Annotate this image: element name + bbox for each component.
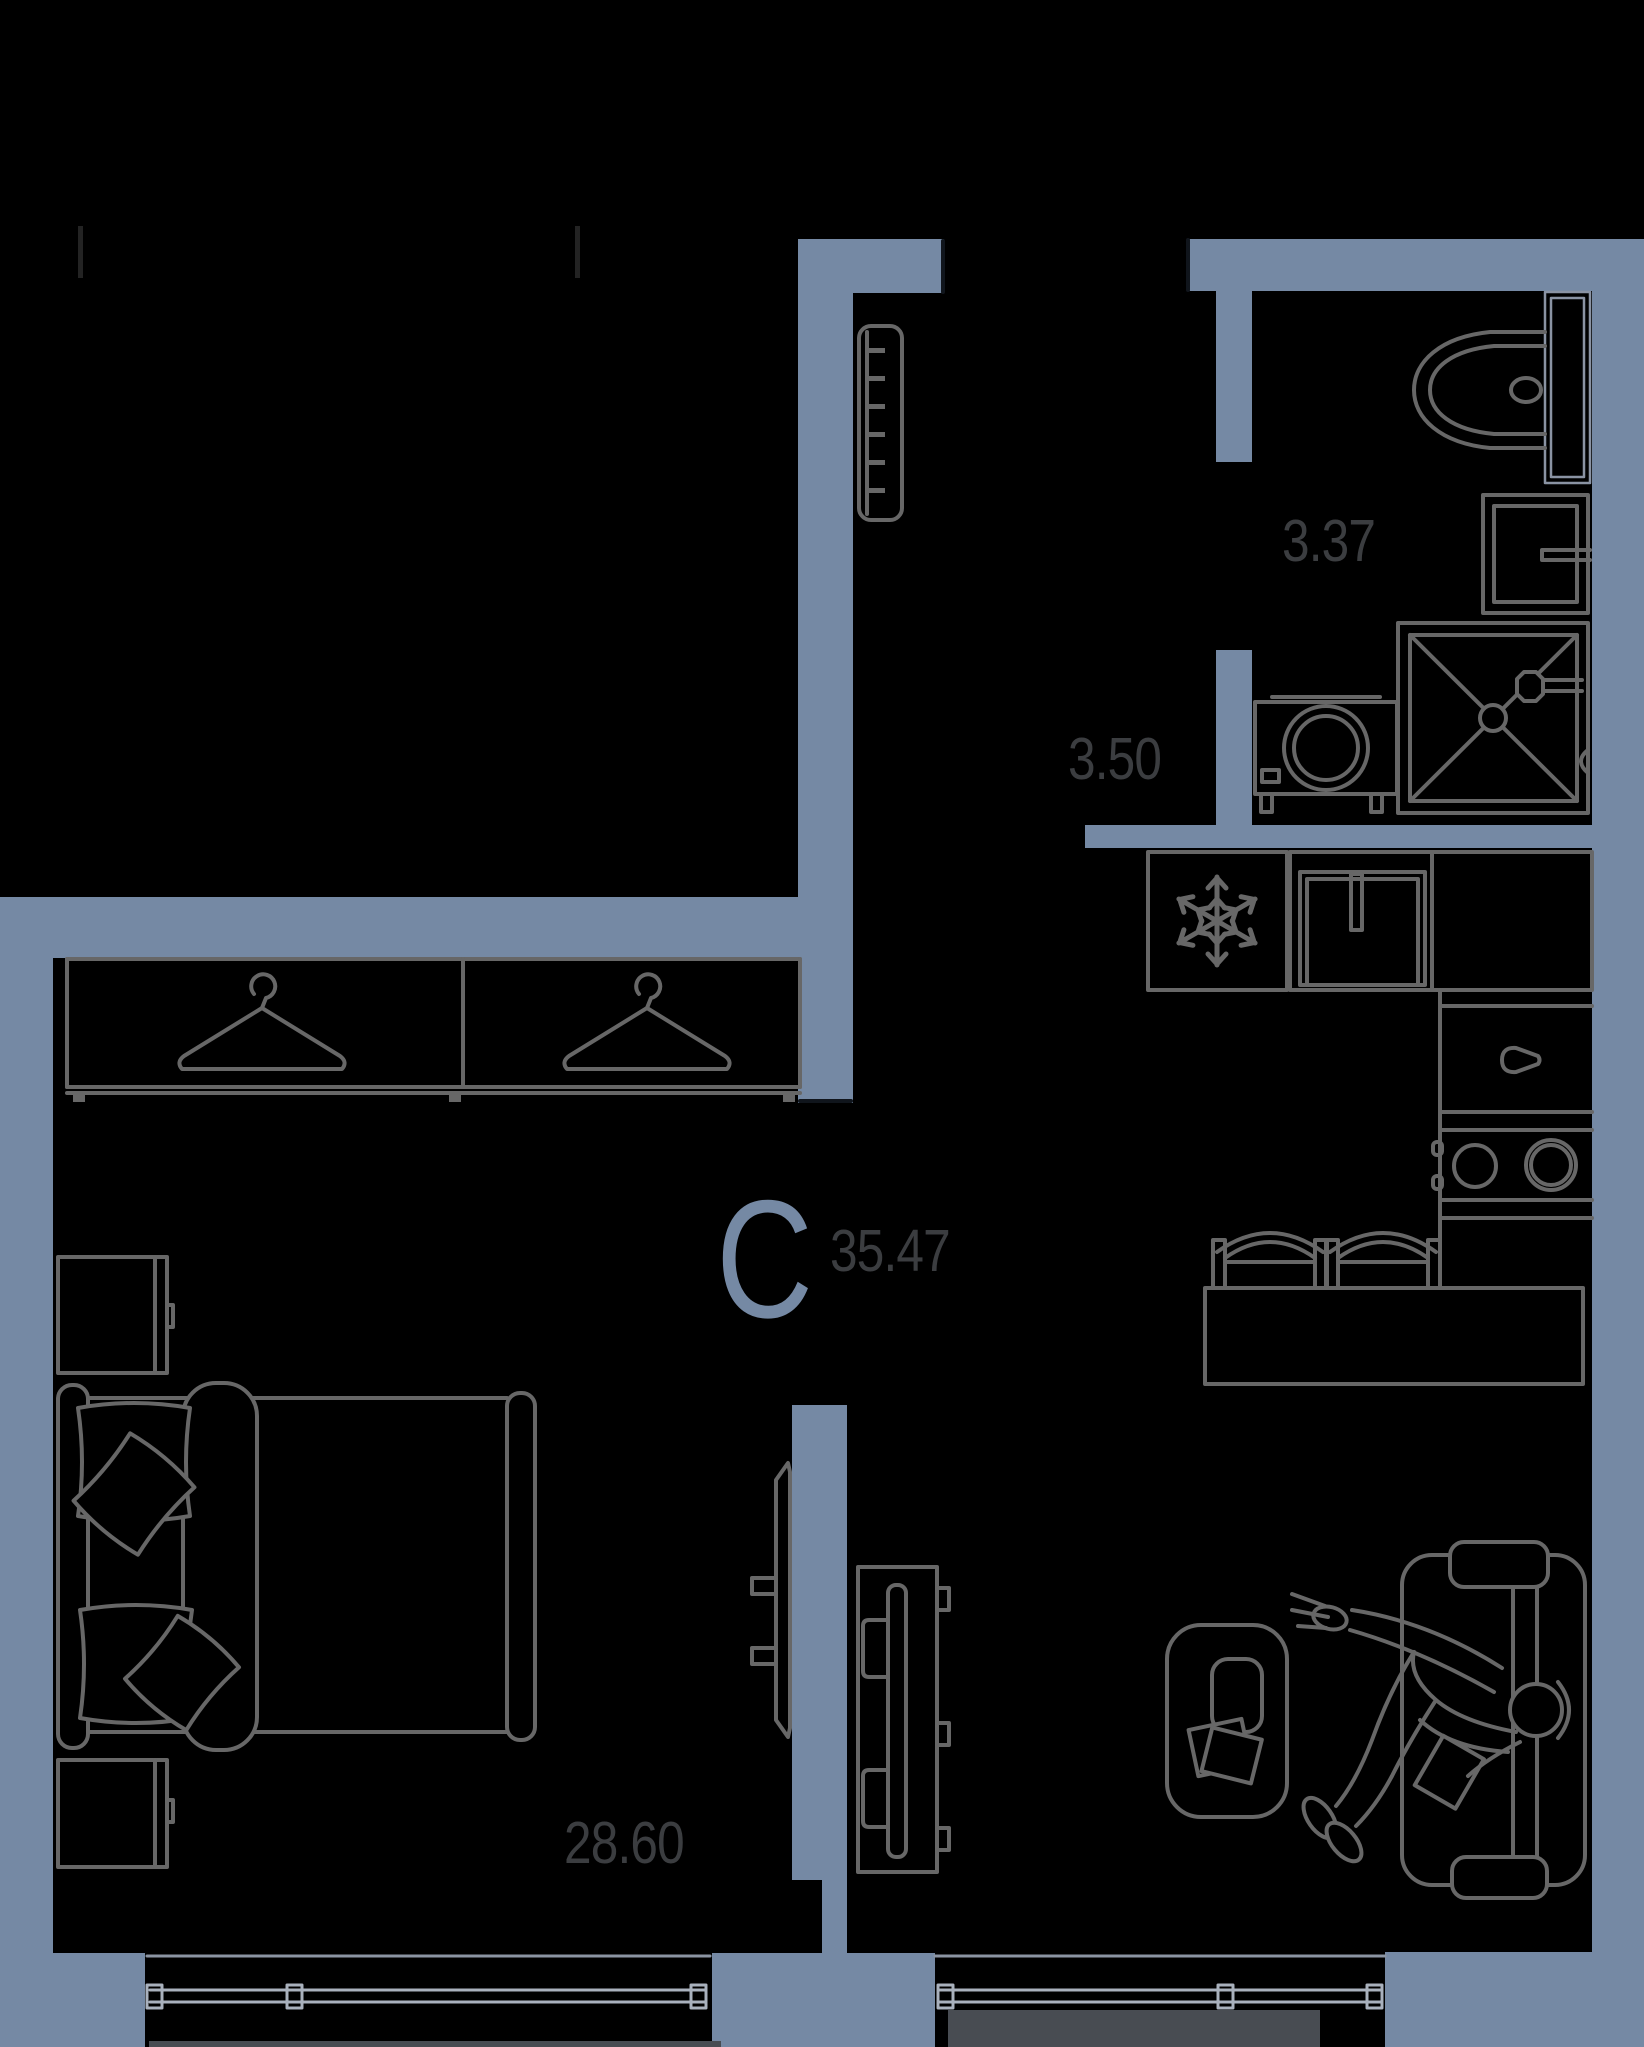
fridge xyxy=(1146,850,1289,992)
wall-bedroom-top xyxy=(0,897,853,958)
room-area-label-living: 28.60 xyxy=(564,1810,685,1876)
walls xyxy=(0,239,1644,2047)
wall-top xyxy=(1189,239,1644,291)
kettle xyxy=(1500,1045,1542,1075)
window-mullion xyxy=(689,1983,708,2010)
pouf xyxy=(1165,1623,1289,1819)
shower xyxy=(1396,621,1590,815)
window-mullion xyxy=(1365,1983,1384,2010)
hallway-rack xyxy=(857,324,904,522)
wall-tv-partition-stem xyxy=(822,1880,847,1953)
nightstand xyxy=(56,1758,175,1869)
balcony-slab-living xyxy=(948,2010,1320,2047)
wall-window-pier xyxy=(712,1953,935,2047)
book xyxy=(1199,1725,1264,1786)
window-mullion xyxy=(145,1983,164,2010)
bed-mini-pillow xyxy=(71,1431,197,1557)
adjacent-wall-ticks xyxy=(78,226,580,278)
door-jambs xyxy=(798,238,1190,1103)
wall-left xyxy=(0,897,53,1953)
room-area-label-bathroom: 3.37 xyxy=(1282,508,1376,574)
toilet xyxy=(1412,330,1547,450)
wall-hallway-left xyxy=(798,239,853,1103)
hanger-icon xyxy=(177,972,347,1071)
bed xyxy=(56,1381,537,1752)
wall-kitchen-divider xyxy=(1085,825,1592,848)
person-head xyxy=(1508,1682,1564,1738)
bar-table xyxy=(1203,1286,1585,1386)
unit-type-label: С xyxy=(716,1165,814,1353)
bathroom-niche xyxy=(1543,290,1592,485)
bar-stool xyxy=(1211,1231,1329,1290)
kitchen-counter xyxy=(1430,850,1594,1290)
wall-bathroom-upper xyxy=(1216,291,1252,462)
bathroom-sink xyxy=(1481,493,1592,615)
hanger-icon xyxy=(562,972,732,1071)
sofa-pillow xyxy=(1450,1855,1549,1900)
window-mullion xyxy=(285,1983,304,2010)
bar-stool xyxy=(1324,1231,1442,1290)
kitchen-tap xyxy=(1349,872,1364,932)
person xyxy=(1290,1592,1571,1864)
tv-console xyxy=(856,1565,951,1874)
wall-corner-bottom-left xyxy=(0,1953,145,2047)
sofa-pillow xyxy=(1448,1540,1550,1589)
tv-bedroom xyxy=(750,1461,792,1739)
nightstand xyxy=(56,1255,175,1375)
balcony-slab-bedroom xyxy=(149,2041,721,2047)
washing-machine xyxy=(1253,695,1399,814)
wall-right xyxy=(1592,239,1644,1952)
wall-bathroom-lower xyxy=(1216,650,1252,825)
tablet xyxy=(1412,1733,1486,1811)
wall-tv-partition xyxy=(792,1405,847,1880)
snowflake-icon xyxy=(1176,874,1258,968)
window-mullion xyxy=(1216,1983,1235,2010)
wall-corner-bottom-right xyxy=(1385,1952,1644,2047)
room-area-label-hallway: 3.50 xyxy=(1068,726,1162,792)
stove xyxy=(1431,1138,1578,1192)
windows xyxy=(145,1954,1387,2010)
total-area-label: 35.47 xyxy=(830,1218,951,1284)
window-mullion xyxy=(936,1983,955,2010)
bed-mini-pillow xyxy=(123,1613,241,1733)
balcony-slabs xyxy=(149,2010,1320,2047)
kitchen-sink-cabinet xyxy=(1288,850,1434,992)
tv-screen xyxy=(886,1583,908,1859)
wardrobe xyxy=(65,957,802,1102)
